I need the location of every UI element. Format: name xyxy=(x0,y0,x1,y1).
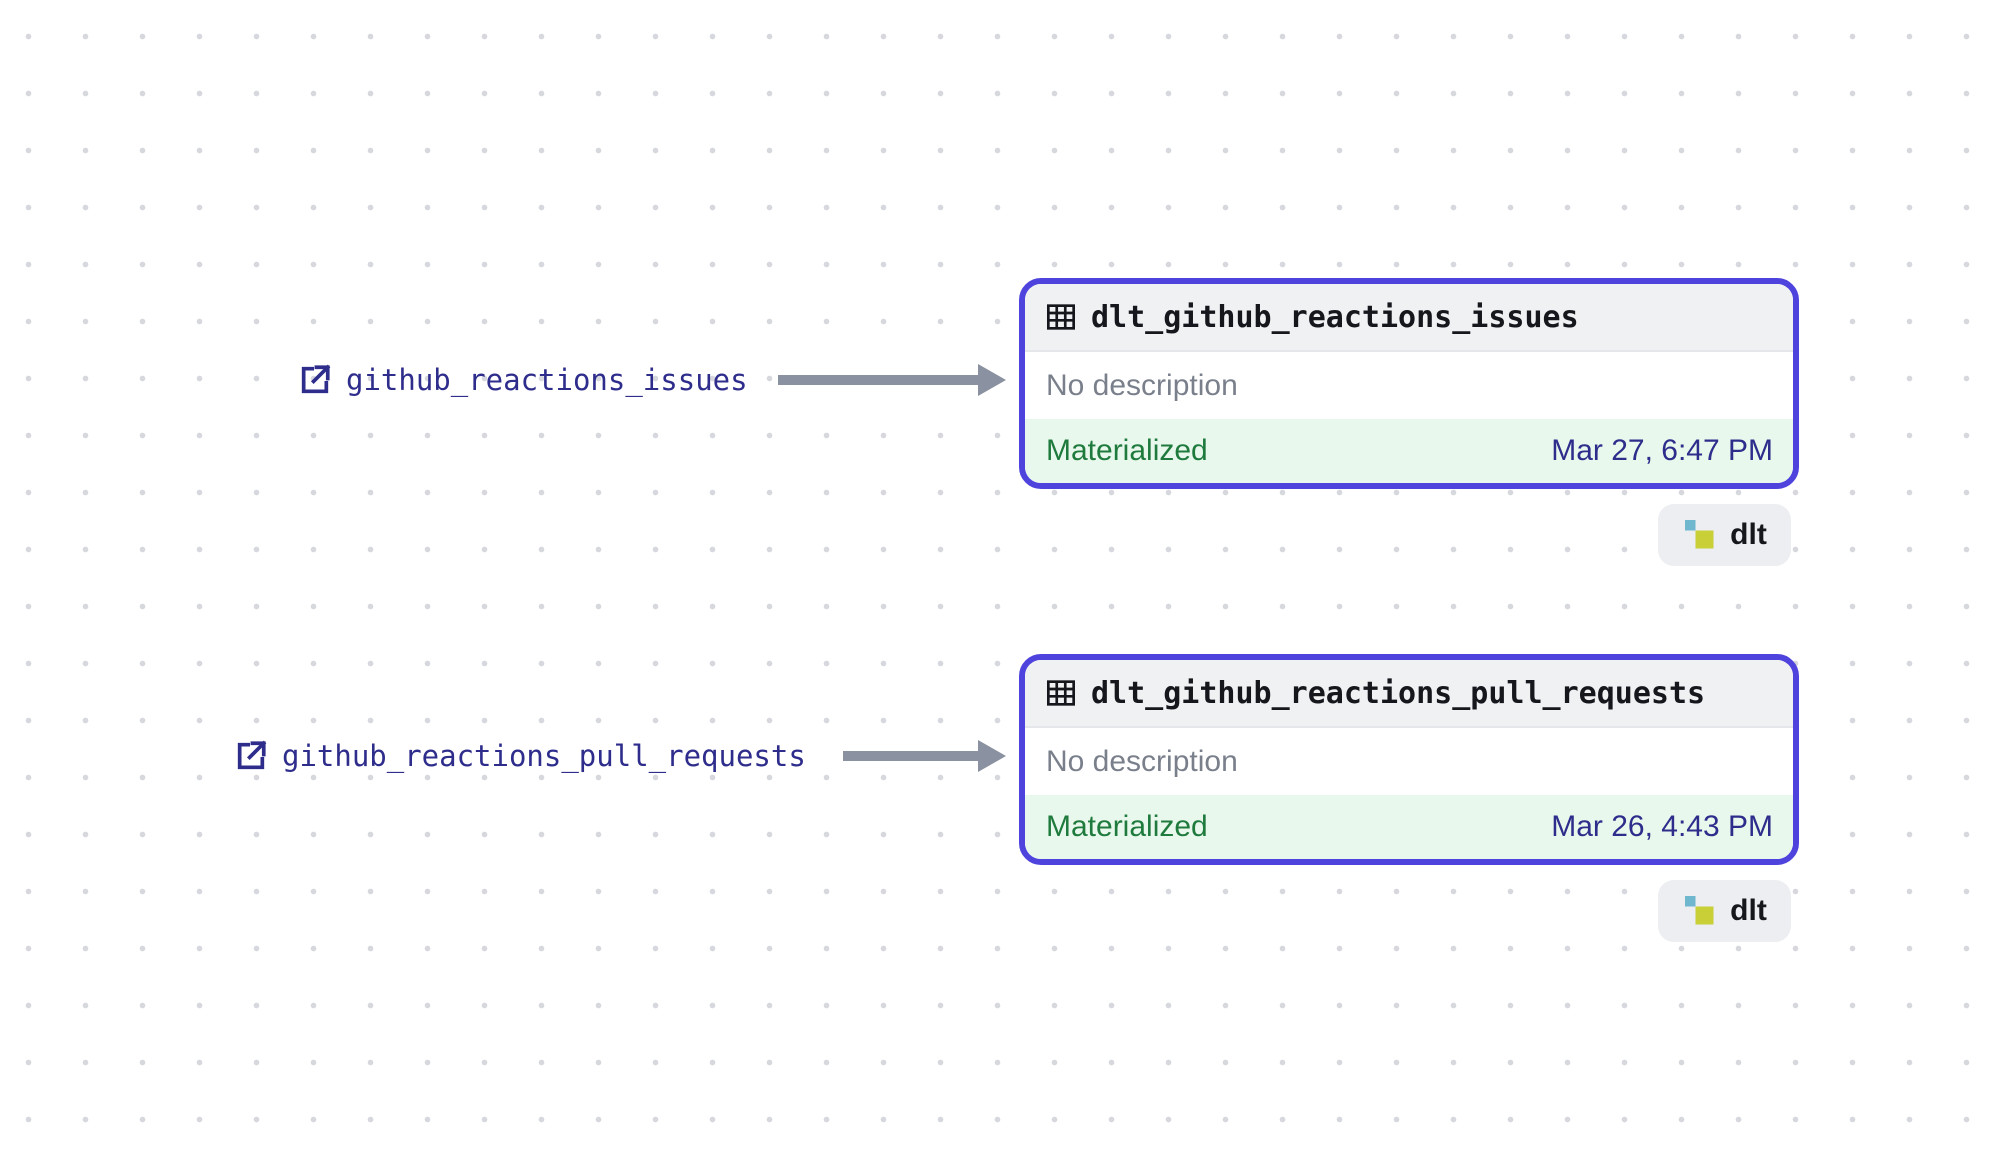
dlt-logo-icon xyxy=(1682,893,1718,929)
kind-tag-label: dlt xyxy=(1730,518,1767,551)
table-icon xyxy=(1045,677,1077,709)
edge-issues xyxy=(778,364,1006,396)
edge-pull-requests xyxy=(843,740,1006,772)
asset-node-issues[interactable]: dlt_github_reactions_issues No descripti… xyxy=(1019,278,1799,489)
materialization-timestamp-link[interactable]: Mar 26, 4:43 PM xyxy=(1551,810,1773,843)
materialized-status: Materialized xyxy=(1046,434,1208,467)
table-icon xyxy=(1045,301,1077,333)
kind-tag-dlt[interactable]: dlt xyxy=(1658,504,1791,566)
source-link-issues[interactable]: github_reactions_issues xyxy=(298,360,748,400)
source-link-label: github_reactions_pull_requests xyxy=(282,739,806,773)
asset-node-pull-requests[interactable]: dlt_github_reactions_pull_requests No de… xyxy=(1019,654,1799,865)
kind-tag-dlt[interactable]: dlt xyxy=(1658,880,1791,942)
source-link-label: github_reactions_issues xyxy=(346,363,748,397)
source-link-pull-requests[interactable]: github_reactions_pull_requests xyxy=(234,736,806,776)
asset-status-row: Materialized Mar 26, 4:43 PM xyxy=(1025,795,1793,859)
materialized-status: Materialized xyxy=(1046,810,1208,843)
external-link-icon xyxy=(234,739,268,773)
kind-tag-label: dlt xyxy=(1730,894,1767,927)
asset-name: dlt_github_reactions_pull_requests xyxy=(1091,675,1706,711)
external-link-icon xyxy=(298,363,332,397)
asset-status-row: Materialized Mar 27, 6:47 PM xyxy=(1025,419,1793,483)
asset-description: No description xyxy=(1025,352,1793,419)
materialization-timestamp-link[interactable]: Mar 27, 6:47 PM xyxy=(1551,434,1773,467)
dlt-logo-icon xyxy=(1682,517,1718,553)
asset-name: dlt_github_reactions_issues xyxy=(1091,299,1579,335)
asset-description: No description xyxy=(1025,728,1793,795)
asset-node-header: dlt_github_reactions_pull_requests xyxy=(1025,660,1793,728)
asset-node-header: dlt_github_reactions_issues xyxy=(1025,284,1793,352)
